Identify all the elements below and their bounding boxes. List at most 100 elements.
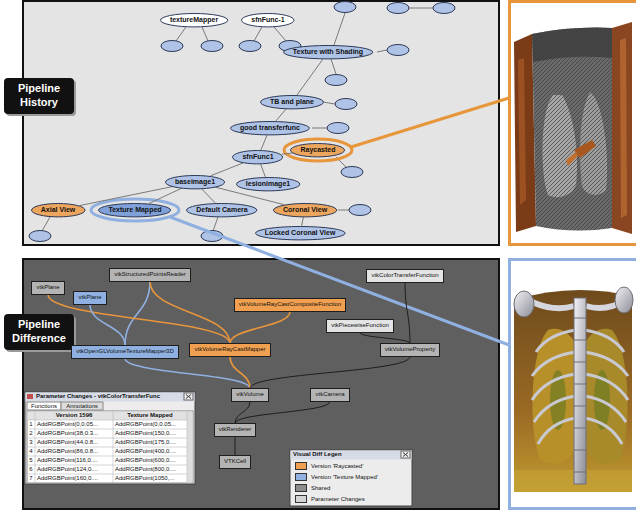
connector <box>234 437 235 456</box>
version-dots <box>29 2 455 242</box>
highlight-ring <box>284 139 352 161</box>
table-cell: AddRGBPoint(124,0.... <box>37 465 112 474</box>
tree-line <box>323 102 335 104</box>
node-text: TB and plane <box>270 98 314 106</box>
raycast-rendering <box>514 22 632 234</box>
lung-left <box>532 329 576 464</box>
node-text: textureMapper <box>170 16 218 24</box>
row-number: 4 <box>27 447 35 456</box>
connector <box>405 283 410 344</box>
version-dot <box>341 167 363 178</box>
connector <box>302 217 304 226</box>
legend-text: Parameter Changes <box>311 494 365 504</box>
tab <box>27 402 61 410</box>
version-node: Texture Mapped <box>98 203 171 217</box>
version-dot <box>325 75 347 86</box>
vessel-streak <box>566 152 578 166</box>
pipeline-panel <box>23 259 499 509</box>
ellipse-shape <box>31 203 85 216</box>
volume-side <box>612 22 632 234</box>
ellipse-shape <box>273 203 336 216</box>
shoulder-bone <box>615 287 633 313</box>
volume-streak <box>518 58 526 205</box>
node-text: Pipeline History <box>8 82 70 110</box>
rib <box>584 418 622 444</box>
module-box: vtkVolumeRayCastCompositeFunction <box>234 298 346 311</box>
table-header <box>28 412 188 421</box>
node-text: vtkOpenGLVolumeTextureMapper3D <box>76 348 174 355</box>
node-text: Coronal View <box>283 206 327 214</box>
clavicle <box>532 302 574 308</box>
ellipse-shape <box>231 121 310 134</box>
connector <box>80 187 173 206</box>
window-title: Parameter Changes - vtkColorTransferFunc <box>36 392 182 401</box>
legend-window <box>290 450 412 506</box>
table-cell: AddRGBPoint(86,0.8... <box>37 447 112 456</box>
vertebra-line <box>574 406 586 407</box>
version-node: good transferfunc <box>230 121 310 135</box>
version-node: TB and plane <box>260 95 324 109</box>
module-box: vtkColorTransferFunction <box>366 269 443 282</box>
node-text: vtkPiecewiseFunction <box>331 322 389 329</box>
ellipse-shape <box>236 177 299 190</box>
rib <box>532 352 576 376</box>
version-dot <box>161 41 183 52</box>
ellipse-shape <box>160 13 227 26</box>
node-text: Pipeline Difference <box>8 318 70 346</box>
node-text: Raycasted <box>300 146 335 154</box>
lung-texture <box>543 95 578 197</box>
version-node: lesionimage1 <box>236 177 300 191</box>
legend-text: Shared <box>311 483 330 493</box>
version-dot <box>387 45 409 56</box>
spine <box>574 298 586 484</box>
callout-line <box>351 98 509 147</box>
version-dot <box>387 3 409 14</box>
table-cell: AddRGBPoint(600,0.... <box>115 456 186 465</box>
tree-line <box>338 210 349 211</box>
tree-line <box>409 8 433 9</box>
node-text: sfnFunc1 <box>242 153 273 161</box>
rib <box>536 330 576 352</box>
version-dot <box>334 2 356 13</box>
tree-line <box>213 217 218 231</box>
module-box: vtkPlane <box>31 281 64 294</box>
tree-line <box>202 27 208 41</box>
node-text: VTKCell <box>224 458 246 465</box>
rib <box>584 352 628 376</box>
legend-text: Version 'Texture Mapped' <box>311 472 378 482</box>
node-text: vtkVolumeProperty <box>385 346 435 353</box>
vertebra-line <box>574 472 586 473</box>
node-text: sfnFunc-1 <box>251 16 284 24</box>
node-text: vtkColorTransferFunction <box>371 272 438 279</box>
module-box: vtkCamera <box>310 388 349 401</box>
tree-lines <box>42 8 433 231</box>
tab-label: Functions <box>27 402 61 410</box>
tree-line <box>176 27 186 41</box>
ellipse-shape <box>99 203 171 216</box>
tab <box>61 402 103 410</box>
table-cell: AddRGBPoint(0,0.05... <box>37 420 112 429</box>
version-node: Raycasted <box>290 143 345 157</box>
table-cell: AddRGBPoint(38,0.3... <box>37 429 112 438</box>
tree-line <box>331 59 336 74</box>
lung-right <box>584 329 628 464</box>
rib <box>538 418 576 444</box>
panel-tag: Pipeline Difference <box>4 314 74 350</box>
table-frame <box>27 411 193 483</box>
node-text: Texture Mapped <box>108 206 161 214</box>
ellipse-shape <box>261 95 324 108</box>
scrollbar <box>187 412 193 483</box>
version-dot <box>327 123 349 134</box>
node-text: vtkPlane <box>78 294 101 301</box>
tree-line <box>254 27 262 41</box>
version-dot <box>201 41 223 52</box>
connector <box>230 312 290 344</box>
row-number: 5 <box>27 456 35 465</box>
table-cell: AddRGBPoint(44,0.8... <box>37 438 112 447</box>
tree-line <box>42 217 50 231</box>
vertebra-line <box>574 450 586 451</box>
connector <box>211 163 244 176</box>
table-cell: AddRGBPoint(0,0.05... <box>115 420 186 429</box>
column-header: Version 1596 <box>35 411 113 420</box>
legend-swatch <box>295 462 307 470</box>
